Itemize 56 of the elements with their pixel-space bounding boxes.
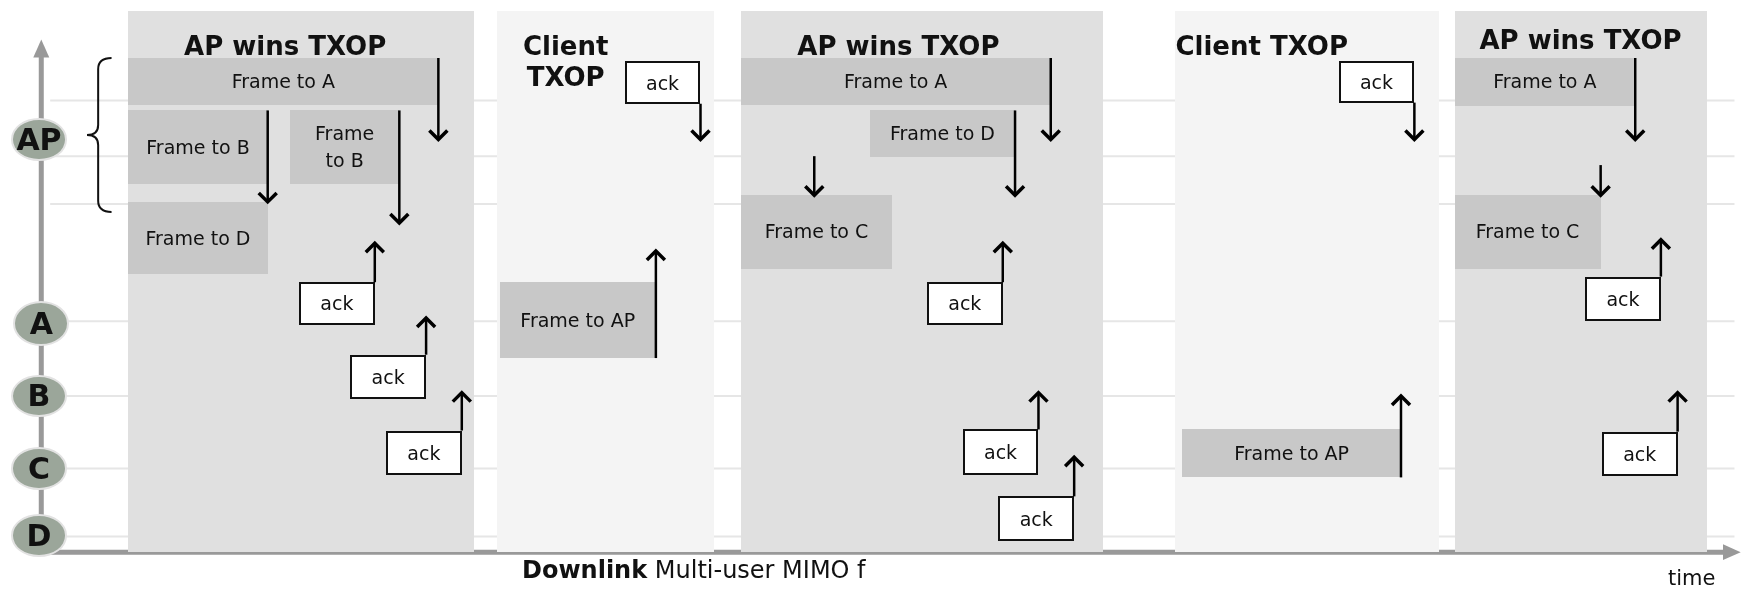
- arrow: [1040, 58, 1062, 142]
- axis-label: time: [1668, 566, 1716, 590]
- frame-block: Frame to A: [740, 58, 1051, 105]
- arrow: [1027, 390, 1050, 430]
- frame-block: Frame to C: [1454, 195, 1601, 269]
- caption: Downlink Multi-user MIMO f: [522, 556, 866, 584]
- station-label: B: [11, 374, 67, 418]
- band-title: AP wins TXOP: [1478, 25, 1683, 57]
- arrow: [1589, 165, 1612, 197]
- arrow: [645, 249, 667, 359]
- arrow: [1403, 102, 1426, 142]
- arrow: [427, 58, 450, 142]
- arrow: [364, 241, 386, 283]
- arrow: [689, 103, 712, 142]
- ack-box: ack: [1601, 431, 1678, 477]
- arrow: [1390, 394, 1412, 478]
- arrow: [992, 241, 1014, 283]
- station-label: AP: [11, 118, 67, 161]
- arrow: [1004, 110, 1026, 197]
- ack-box: ack: [1338, 61, 1415, 103]
- ack-box: ack: [624, 61, 701, 104]
- arrow: [1624, 58, 1646, 142]
- ack-box: ack: [1585, 276, 1661, 322]
- frame-block: Frame to D: [870, 110, 1015, 158]
- frame-block: Frame to B: [128, 110, 268, 184]
- txop-band: [740, 11, 1104, 553]
- frame-block: Frame to B: [290, 110, 400, 184]
- ack-box: ack: [350, 354, 427, 400]
- frame-block: Frame to AP: [499, 282, 656, 359]
- arrow: [415, 316, 437, 355]
- ack-box: ack: [962, 429, 1039, 476]
- ack-box: ack: [385, 430, 462, 476]
- txop-band: [497, 11, 714, 553]
- arrow: [1063, 455, 1085, 497]
- band-title: Client TXOP: [1174, 31, 1349, 63]
- band-title: Client TXOP: [521, 31, 610, 94]
- txop-band: [1454, 11, 1707, 553]
- station-label: D: [11, 514, 67, 557]
- txop-band: [128, 11, 475, 553]
- arrow: [451, 390, 473, 431]
- frame-block: Frame to AP: [1182, 429, 1401, 478]
- txop-band: [1174, 11, 1439, 553]
- arrow: [388, 110, 411, 225]
- station-label: A: [13, 301, 70, 346]
- frame-block: Frame to A: [128, 58, 439, 105]
- arrow: [1650, 238, 1672, 277]
- ack-box: ack: [926, 282, 1003, 325]
- station-label: C: [11, 447, 67, 490]
- arrow: [256, 110, 279, 204]
- frame-block: Frame to D: [128, 201, 268, 275]
- ack-box: ack: [298, 282, 375, 325]
- frame-block: Frame to C: [740, 195, 893, 269]
- arrow: [1666, 390, 1689, 432]
- ack-box: ack: [998, 496, 1075, 541]
- frame-block: Frame to A: [1454, 58, 1636, 106]
- arrow: [803, 156, 825, 197]
